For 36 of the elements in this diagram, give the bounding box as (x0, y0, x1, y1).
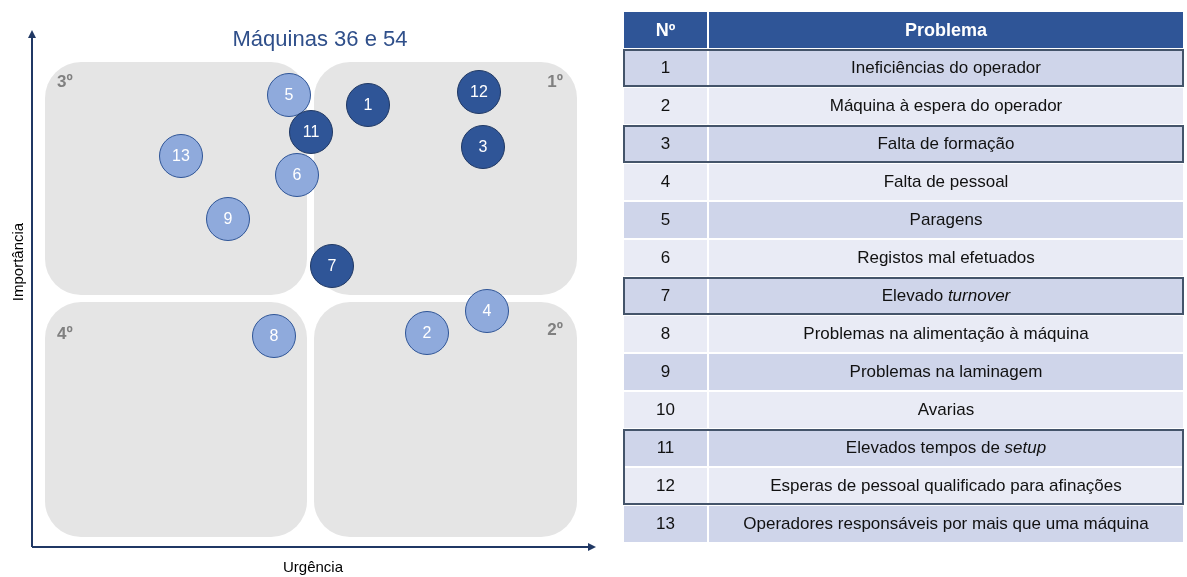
problem-bubble: 12 (457, 70, 501, 114)
table-cell: Avarias (708, 391, 1184, 429)
quadrant-panel (45, 302, 307, 537)
table-cell: 8 (623, 315, 708, 353)
table-cell: Problemas na laminagem (708, 353, 1184, 391)
table-cell: 9 (623, 353, 708, 391)
axis-label: Importância (8, 222, 26, 302)
problem-bubble: 13 (159, 134, 203, 178)
problem-bubble: 8 (252, 314, 296, 358)
table-cell: 11 (623, 429, 708, 467)
table-cell: 13 (623, 505, 708, 543)
quadrant-rank: 2º (547, 320, 563, 340)
table-cell: 4 (623, 163, 708, 201)
table-cell: 2 (623, 87, 708, 125)
table-cell: Paragens (708, 201, 1184, 239)
problem-bubble: 2 (405, 311, 449, 355)
quadrant-panel (314, 302, 577, 537)
table-cell: Registos mal efetuados (708, 239, 1184, 277)
chart-title: Máquinas 36 e 54 (231, 26, 409, 52)
table-cell: Elevados tempos de setup (708, 429, 1184, 467)
quadrant-rank: 3º (57, 72, 73, 92)
header-cell: Problema (708, 11, 1184, 49)
table-cell: 10 (623, 391, 708, 429)
header-cell: Nº (623, 11, 708, 49)
table-cell: 6 (623, 239, 708, 277)
table-cell: Problemas na alimentação à máquina (708, 315, 1184, 353)
problem-bubble: 3 (461, 125, 505, 169)
quadrant-rank: 4º (57, 324, 73, 344)
table-cell: 5 (623, 201, 708, 239)
quadrant-rank: 1º (547, 72, 563, 92)
problem-bubble: 1 (346, 83, 390, 127)
table-cell: Máquina à espera do operador (708, 87, 1184, 125)
problem-bubble: 9 (206, 197, 250, 241)
table-cell: Operadores responsáveis por mais que uma máquina (708, 505, 1184, 543)
table-cell: Falta de pessoal (708, 163, 1184, 201)
axis-label: Urgência (283, 557, 343, 575)
